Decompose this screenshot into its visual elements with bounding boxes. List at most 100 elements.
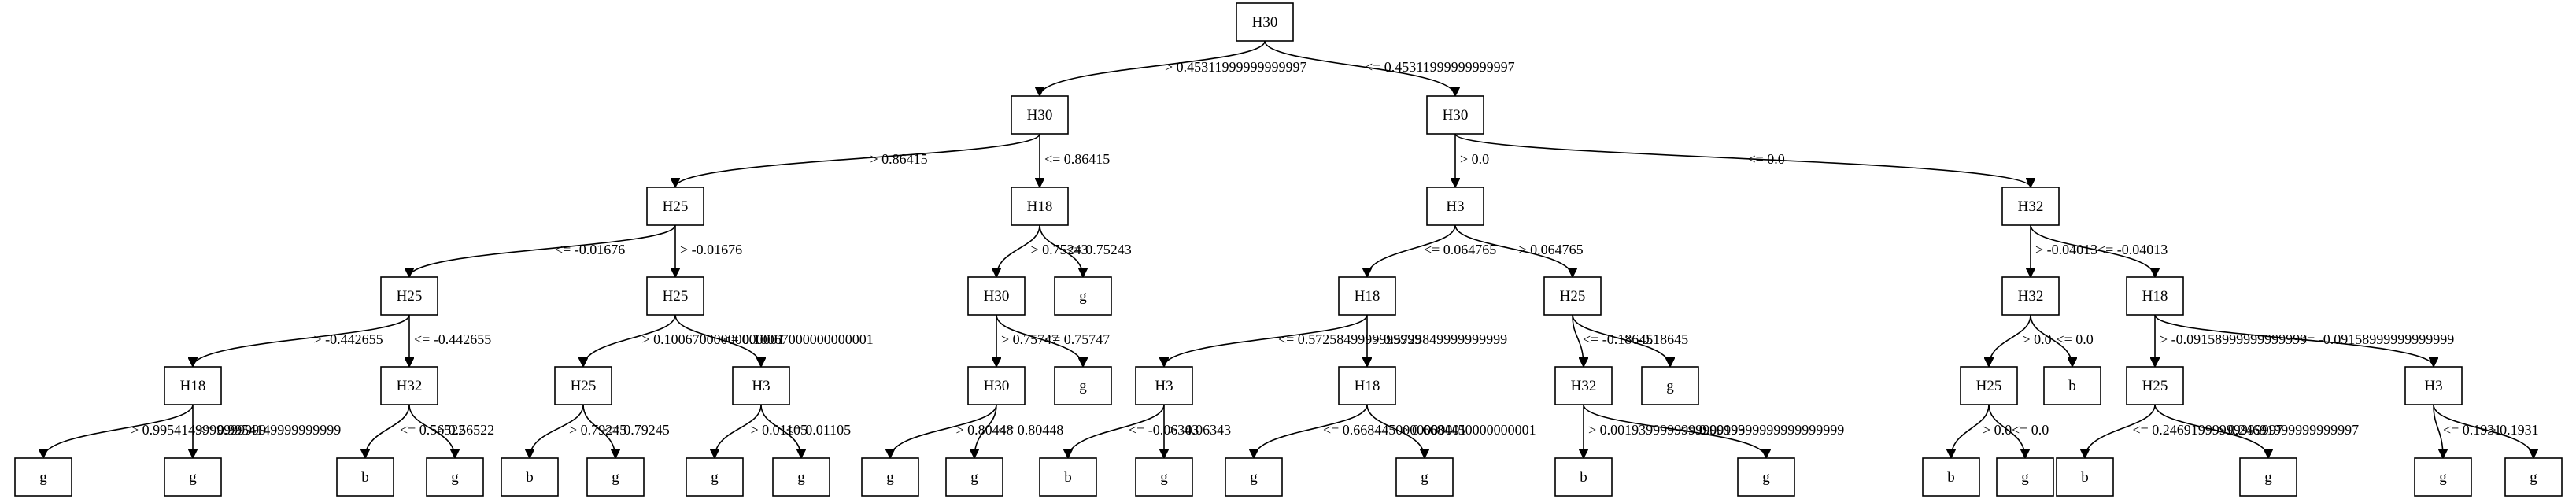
tree-edge: > 0.9954149999999999 <box>43 404 266 459</box>
tree-split-node: H18 <box>2126 276 2184 316</box>
tree-leaf-node: g <box>586 457 645 497</box>
edge-condition-label: > 0.24691999999999997 <box>2216 422 2359 438</box>
edge-condition-label: > 0.56522 <box>437 422 494 438</box>
tree-edge-line <box>974 404 997 458</box>
tree-edge: > -0.06343 <box>1164 405 1231 458</box>
tree-split-node: H3 <box>732 366 790 405</box>
tree-edge-line <box>583 314 676 368</box>
node-label: H18 <box>1027 198 1053 215</box>
node-label: b <box>1947 469 1955 486</box>
tree-split-node: H32 <box>2001 276 2060 316</box>
node-label: H3 <box>1155 378 1173 394</box>
edge-condition-label: > 0.9954149999999999 <box>131 422 266 438</box>
tree-edge-line <box>409 224 676 278</box>
node-label: H18 <box>1355 288 1380 305</box>
tree-leaf-node: g <box>1641 366 1699 405</box>
node-label: H32 <box>2018 288 2044 305</box>
node-box <box>1426 95 1484 135</box>
node-box <box>1054 276 1112 316</box>
node-label: g <box>1250 469 1258 486</box>
tree-leaf-node: g <box>164 457 222 497</box>
tree-edge: > 0.5725849999999999 <box>1367 314 1507 367</box>
tree-edge-line <box>996 314 1083 368</box>
node-label: H25 <box>1560 288 1586 305</box>
tree-leaf-node: g <box>1135 457 1193 497</box>
tree-edge: > -0.09158999999999999 <box>2155 315 2307 367</box>
node-box <box>2056 457 2114 497</box>
node-box <box>1960 366 2018 405</box>
node-label: g <box>1079 378 1087 394</box>
tree-split-node: H32 <box>380 366 438 405</box>
node-label: H18 <box>180 378 206 394</box>
tree-edge-line <box>996 224 1040 277</box>
edge-condition-label: <= -0.442655 <box>414 331 491 347</box>
tree-edge-line <box>2030 314 2072 367</box>
node-box <box>2239 457 2297 497</box>
tree-edge: <= 0.9954149999999999 <box>193 405 341 458</box>
tree-edge-line <box>2085 404 2156 459</box>
tree-edge: > 0.24691999999999997 <box>2154 404 2359 459</box>
tree-edge: <= 0.24691999999999997 <box>2085 404 2283 459</box>
tree-edge: > 0.0 <box>1989 314 2052 367</box>
tree-edge: > 0.01105 <box>715 404 808 458</box>
tree-leaf-node: g <box>1395 457 1454 497</box>
tree-split-node: H32 <box>1554 366 1613 405</box>
edge-condition-label: <= 0.80448 <box>998 422 1063 438</box>
node-box <box>1039 457 1097 497</box>
node-box <box>164 366 222 405</box>
edge-condition-label: <= 0.064765 <box>1424 242 1496 257</box>
node-label: H25 <box>2142 378 2168 394</box>
tree-split-node: H25 <box>2126 366 2184 405</box>
node-label: b <box>2081 469 2089 486</box>
node-box <box>1236 2 1294 42</box>
node-box <box>1641 366 1699 405</box>
node-label: H25 <box>397 288 423 305</box>
node-label: H30 <box>1252 14 1278 31</box>
node-box <box>380 276 438 316</box>
tree-split-node: H18 <box>1338 366 1396 405</box>
node-label: H30 <box>984 288 1010 305</box>
node-label: b <box>526 469 534 486</box>
edge-condition-label: <= 0.0019399999999999999 <box>1680 422 1844 438</box>
edge-condition-label: > 0.0 <box>2023 331 2052 347</box>
tree-split-node: H30 <box>1236 2 1294 42</box>
node-label: H3 <box>1446 198 1464 215</box>
edge-condition-label: <= 0.86415 <box>1044 151 1110 167</box>
tree-edge-line <box>2433 404 2443 458</box>
edge-condition-label: <= -0.01676 <box>555 242 625 257</box>
edge-condition-label: > 0.75243 <box>1031 242 1088 257</box>
node-box <box>2001 276 2060 316</box>
node-box <box>336 457 394 497</box>
edge-condition-label: > 0.01105 <box>751 422 808 438</box>
edge-condition-label: <= 0.75243 <box>1066 242 1132 257</box>
node-label: H32 <box>2018 198 2044 215</box>
tree-edge-line <box>2030 224 2155 278</box>
tree-edge-line <box>365 404 410 458</box>
edge-condition-label: <= 0.01105 <box>786 422 852 438</box>
tree-edge: > 0.6684450000000001 <box>1366 404 1536 459</box>
tree-edge-line <box>1951 404 1990 458</box>
tree-split-node: H25 <box>646 187 704 226</box>
tree-leaf-node: g <box>2239 457 2297 497</box>
node-label: H18 <box>2142 288 2168 305</box>
tree-leaf-node: b <box>1554 457 1613 497</box>
tree-edge: > 0.064765 <box>1454 224 1584 278</box>
tree-leaf-node: b <box>1922 457 1980 497</box>
node-label: g <box>1666 378 1674 394</box>
tree-leaf-node: b <box>2056 457 2114 497</box>
tree-split-node: H18 <box>1338 276 1396 316</box>
node-label: H3 <box>2424 378 2442 394</box>
tree-edge: > -0.04013 <box>2031 225 2097 277</box>
node-box <box>2001 187 2060 226</box>
tree-split-node: H25 <box>1960 366 2018 405</box>
node-box <box>1225 457 1283 497</box>
tree-edge-line <box>1367 224 1456 278</box>
tree-leaf-node: g <box>2414 457 2472 497</box>
tree-split-node: H30 <box>967 276 1026 316</box>
tree-edge: > 0.79245 <box>530 404 626 459</box>
tree-edge: > 0.56522 <box>408 404 494 458</box>
tree-leaf-node: g <box>772 457 830 497</box>
node-box <box>14 457 72 497</box>
node-box <box>861 457 919 497</box>
